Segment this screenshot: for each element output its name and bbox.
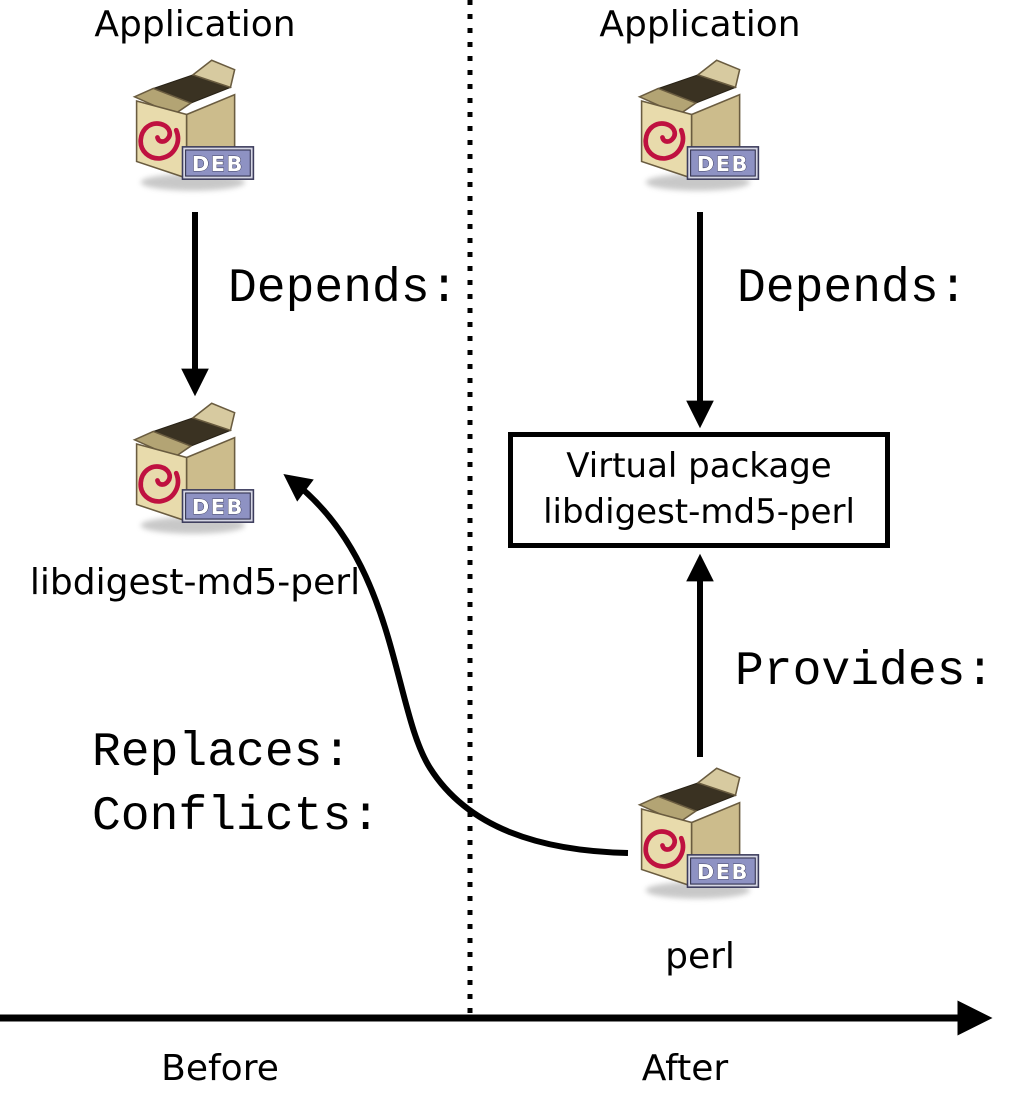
perl-package-label: perl (665, 936, 735, 977)
replaces-label: Replaces: (92, 726, 352, 780)
axis-label-before: Before (161, 1048, 279, 1089)
depends-label-after: Depends: (737, 262, 968, 316)
axis-label-after: After (641, 1048, 729, 1089)
provides-label: Provides: (735, 645, 995, 699)
deb-package-icon-application-before (135, 60, 254, 190)
application-label-after: Application (599, 4, 801, 45)
libdigest-package-label: libdigest-md5-perl (29, 562, 361, 603)
conflicts-label: Conflicts: (92, 790, 381, 844)
deb-package-icon-libdigest (135, 403, 254, 533)
deb-package-icon-application-after (640, 60, 759, 190)
application-label-before: Application (94, 4, 296, 45)
deb-package-icon-perl (640, 768, 759, 898)
virtual-package-box-line1: Virtual package (566, 446, 832, 487)
replaces-conflicts-curved-arrow (283, 474, 629, 856)
virtual-package-box: Virtual package libdigest-md5-perl (508, 432, 890, 548)
virtual-package-box-line2: libdigest-md5-perl (543, 492, 855, 532)
depends-label-before: Depends: (228, 262, 459, 316)
